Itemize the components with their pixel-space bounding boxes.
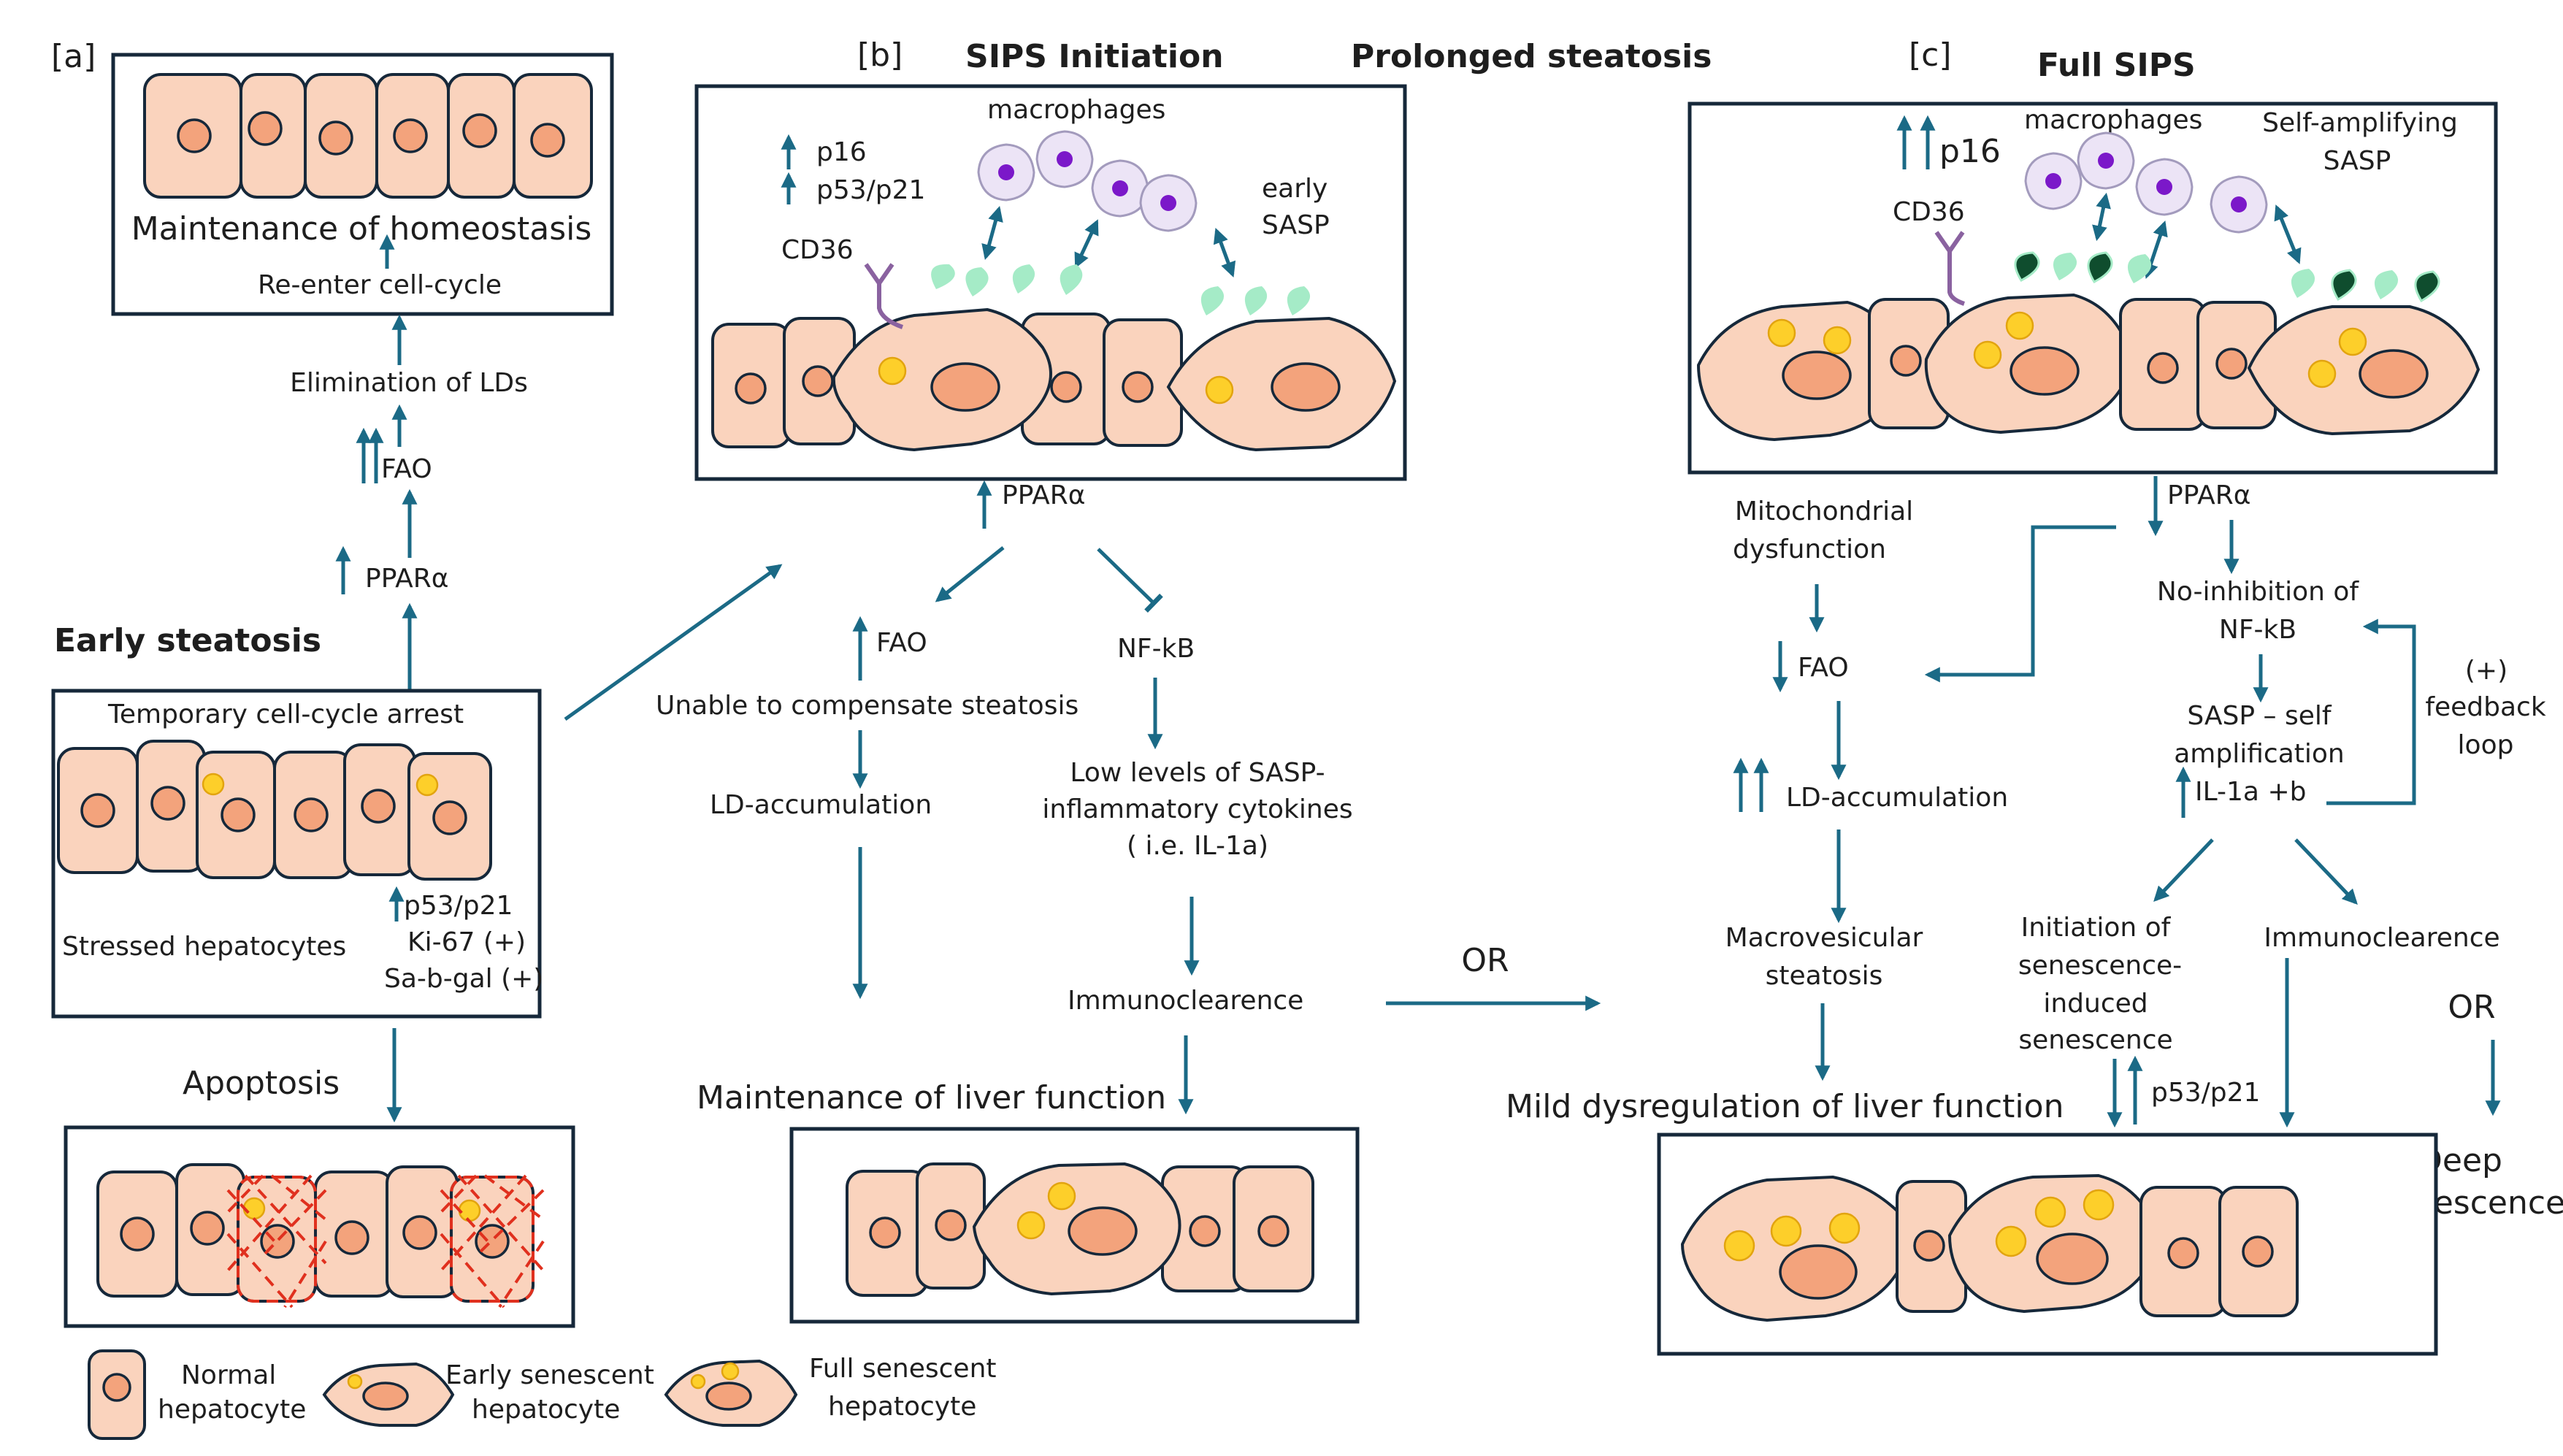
legend-early-line1: Early senescent [445, 1360, 654, 1390]
no-inhibition-line2: NF-kB [2219, 615, 2296, 645]
unable-label: Unable to compensate steatosis [656, 691, 1079, 721]
cd36-label-b: CD36 [781, 235, 854, 265]
apoptosis-marks [226, 1174, 545, 1309]
macrophages-label-c: macrophages [2024, 105, 2202, 135]
nfkb-label-b: NF-kB [1117, 634, 1195, 664]
ld-accumulation-b: LD-accumulation [710, 790, 932, 820]
no-inhibition-line1: No-inhibition of [2157, 577, 2360, 607]
p16-label-c: p16 [1939, 133, 2001, 170]
legend-normal-line2: hepatocyte [158, 1395, 306, 1425]
initiation-line4: senescence [2018, 1025, 2172, 1055]
elimination-label: Elimination of LDs [290, 368, 528, 398]
ppar-label-c: PPARα [2167, 480, 2251, 510]
or-label-c: OR [2448, 989, 2495, 1026]
marker-p53p21-a: p53/p21 [404, 891, 513, 921]
macrophages-label-b: macrophages [987, 95, 1165, 125]
initiation-line2: senescence- [2018, 951, 2182, 981]
legend: Normal hepatocyte Early senescent hepato… [88, 1349, 997, 1440]
macrophages-c [2024, 131, 2268, 234]
hepatocytes-b [711, 307, 1397, 452]
macrovesicular-line1: Macrovesicular [1725, 923, 1923, 953]
homeostasis-cells [143, 73, 593, 199]
stressed-label: Stressed hepatocytes [62, 932, 346, 962]
cd36-receptor-b [864, 263, 904, 329]
fao-label-c: FAO [1798, 653, 1849, 683]
macrophages-b [977, 130, 1198, 232]
early-sasp-droplets [931, 264, 1311, 315]
sasp-self-line2: amplification [2174, 739, 2344, 769]
feedback-line2: feedback [2425, 692, 2546, 722]
self-amp-line2: SASP [2323, 146, 2391, 176]
early-sasp-line1: early [1262, 174, 1328, 204]
mito-line1: Mitochondrial [1735, 497, 1913, 526]
marker-p16-b: p16 [816, 137, 867, 167]
marker-p53p21-b: p53/p21 [816, 175, 925, 205]
marker-ki67-a: Ki-67 (+) [407, 927, 526, 957]
sasp-droplets-c [2014, 251, 2440, 303]
ppar-label-b: PPARα [1002, 480, 1086, 510]
panel-c-title: Full SIPS [2037, 47, 2196, 84]
apoptosis-label: Apoptosis [183, 1065, 340, 1102]
initiation-line3: induced [2043, 989, 2148, 1019]
immunoclearence-b: Immunoclearence [1068, 986, 1303, 1016]
main-title: Prolonged steatosis [1351, 38, 1712, 75]
reenter-label: Re-enter cell-cycle [258, 270, 502, 300]
panel-a-tag: [a] [51, 38, 96, 75]
early-steatosis-label: Early steatosis [54, 622, 321, 659]
early-sasp-line2: SASP [1262, 210, 1330, 240]
feedback-line3: loop [2458, 730, 2514, 760]
hepatocytes-c [1696, 293, 2480, 442]
apoptosis-cells [96, 1163, 535, 1303]
legend-normal-line1: Normal [181, 1360, 276, 1390]
panel-b-title: SIPS Initiation [965, 38, 1224, 75]
sasp-self-line1: SASP – self [2187, 701, 2332, 731]
legend-full-line1: Full senescent [809, 1354, 997, 1384]
ld-accumulation-c: LD-accumulation [1786, 783, 2008, 813]
legend-early-line2: hepatocyte [472, 1395, 620, 1425]
maintenance-liver-label: Maintenance of liver function [697, 1079, 1166, 1116]
hepatocytes-dysregulation [1680, 1173, 2299, 1322]
stressed-cells [57, 740, 492, 881]
or-label-b: OR [1461, 942, 1509, 979]
il1-label: IL-1a +b [2195, 777, 2306, 807]
low-levels-line2: inflammatory cytokines [1042, 794, 1352, 824]
feedback-line1: (+) [2465, 656, 2508, 686]
temporary-arrest-label: Temporary cell-cycle arrest [107, 700, 464, 729]
panel-b-tag: [b] [857, 37, 903, 74]
mito-line2: dysfunction [1733, 534, 1886, 564]
legend-full-line2: hepatocyte [828, 1392, 976, 1422]
hepatocytes-maintenance [846, 1162, 1314, 1297]
fao-label-a: FAO [381, 454, 432, 484]
low-levels-line3: ( i.e. IL-1a) [1127, 831, 1268, 861]
ppar-label-a: PPARα [365, 564, 449, 594]
mild-dysreg-label: Mild dysregulation of liver function [1506, 1088, 2064, 1125]
fao-label-b: FAO [876, 628, 927, 658]
p53p21-label-c: p53/p21 [2151, 1078, 2260, 1108]
immunoclearence-c: Immunoclearence [2264, 923, 2499, 953]
marker-sabgal-a: Sa-b-gal (+) [384, 964, 543, 994]
homeostasis-label: Maintenance of homeostasis [131, 210, 592, 248]
low-levels-line1: Low levels of SASP- [1070, 758, 1325, 788]
panel-c-tag: [c] [1909, 37, 1952, 74]
cd36-receptor-c [1934, 231, 1965, 306]
initiation-line1: Initiation of [2021, 913, 2172, 943]
macrovesicular-line2: steatosis [1766, 961, 1883, 991]
self-amp-line1: Self-amplifying [2262, 108, 2458, 138]
cd36-label-c: CD36 [1893, 197, 1965, 227]
